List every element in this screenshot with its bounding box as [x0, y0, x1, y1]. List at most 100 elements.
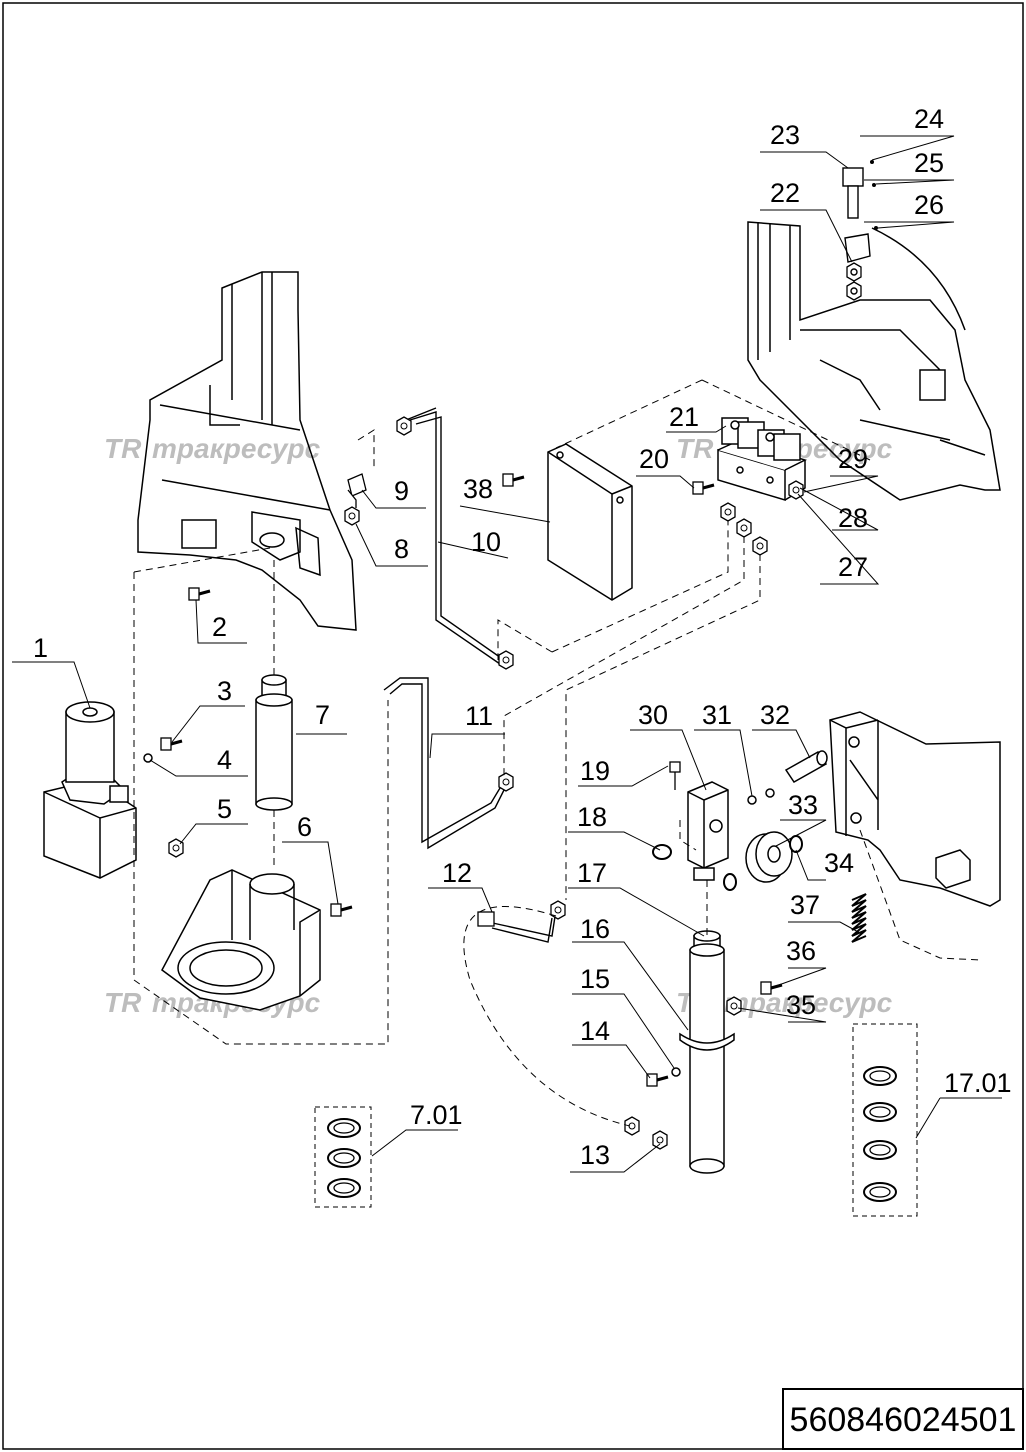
callout-16: 16 [580, 914, 610, 944]
callout-38: 38 [463, 474, 493, 504]
callout-31: 31 [702, 700, 732, 730]
part-12-nut [550, 900, 566, 920]
callout-7-01: 7.01 [410, 1100, 463, 1130]
part-10-pipe [405, 407, 505, 665]
part-28-nut [788, 480, 804, 500]
callout-34: 34 [824, 848, 854, 878]
callout-labels: 1 2 3 4 5 6 7 8 9 10 11 12 13 14 15 16 1… [33, 104, 1012, 1170]
part-5-fitting [168, 838, 184, 858]
part-35-nut [726, 996, 742, 1016]
part-11-nut [498, 772, 514, 792]
parts-24-26-small [870, 160, 878, 230]
kit-17-01-ring-4 [863, 1182, 897, 1202]
callout-28: 28 [838, 503, 868, 533]
part-20-bolt [691, 480, 716, 496]
frame-right [747, 221, 1001, 501]
part-33-roller [745, 831, 793, 883]
callout-30: 30 [638, 700, 668, 730]
callout-36: 36 [786, 936, 816, 966]
callout-32: 32 [760, 700, 790, 730]
callout-33: 33 [788, 790, 818, 820]
callout-1: 1 [33, 633, 48, 663]
kit-7-01-ring-2 [327, 1148, 361, 1168]
leader-lines [12, 135, 1002, 1173]
part-17-cylinder [679, 930, 735, 1174]
kit-17-01-ring-3 [863, 1140, 897, 1160]
part-8-fitting [344, 506, 360, 526]
part-3-bolt [159, 736, 184, 752]
part-33-ring-lower [723, 873, 737, 891]
part-6-bracket [161, 869, 321, 1011]
watermark-text-4: тракресурс [724, 987, 893, 1018]
part-2-bolt [187, 586, 212, 602]
callout-21: 21 [669, 402, 699, 432]
callout-20: 20 [639, 444, 669, 474]
part-22-block [844, 233, 871, 301]
fitting-b [736, 518, 752, 538]
callout-6: 6 [297, 812, 312, 842]
callout-15: 15 [580, 964, 610, 994]
callout-27: 27 [838, 552, 868, 582]
callout-12: 12 [442, 858, 472, 888]
callout-7: 7 [315, 700, 330, 730]
part-9-elbow [347, 473, 367, 508]
connection-lines [133, 379, 981, 1127]
watermark-text-1: тракресурс [152, 433, 321, 464]
part-15-washer [671, 1067, 681, 1077]
part-14-bolt [645, 1072, 670, 1088]
part-1-pump-motor [43, 701, 137, 879]
part-38-cover [547, 443, 633, 601]
part-12-pipe [487, 909, 557, 943]
part-6-bolt [329, 902, 354, 918]
part-30-block [687, 781, 729, 881]
fitting-c [752, 536, 768, 556]
part-19-screw [669, 761, 681, 790]
part-38-bolt [501, 472, 526, 488]
callout-17: 17 [577, 858, 607, 888]
callout-35: 35 [786, 990, 816, 1020]
callout-13: 13 [580, 1140, 610, 1170]
callout-23: 23 [770, 120, 800, 150]
callout-11: 11 [465, 701, 493, 731]
watermark-logo-3: TR [104, 987, 142, 1018]
kit-17-01-ring-2 [863, 1102, 897, 1122]
part-13-fitting-b [652, 1130, 668, 1150]
part-18-oring [652, 844, 672, 860]
callout-25: 25 [914, 148, 944, 178]
callout-9: 9 [394, 476, 409, 506]
callout-22: 22 [770, 178, 800, 208]
part-34-ring [789, 835, 803, 853]
part-31-washer [747, 795, 757, 805]
fitting-a [720, 502, 736, 522]
frame-plate-left [137, 271, 357, 631]
part-21-coils [721, 417, 801, 461]
part-31-washer-2 [765, 788, 775, 798]
part-13-fitting-a [624, 1116, 640, 1136]
callout-10: 10 [471, 527, 501, 557]
part-23-bolt [842, 167, 864, 219]
callout-17-01: 17.01 [944, 1068, 1012, 1098]
callout-19: 19 [580, 756, 610, 786]
part-37-spring [851, 893, 867, 943]
part-11-pipe [383, 677, 505, 850]
watermark-logo-2: TR [676, 433, 714, 464]
callout-2: 2 [212, 612, 227, 642]
document-number-box: 560846024501 [782, 1388, 1024, 1450]
callout-29: 29 [838, 444, 868, 474]
part-32-pin [784, 750, 828, 783]
part-10-nut-bottom [498, 650, 514, 670]
frame-right-lower [829, 711, 1001, 907]
kit-7-01-ring-1 [327, 1118, 361, 1138]
part-10-nut-top [396, 416, 412, 436]
watermark-logo-1: TR [104, 433, 142, 464]
part-12-fitting [477, 911, 495, 927]
callout-26: 26 [914, 190, 944, 220]
part-7-cylinder [255, 674, 293, 811]
callout-37: 37 [790, 890, 820, 920]
callout-24: 24 [914, 104, 944, 134]
kit-7-01-box [314, 1106, 372, 1208]
document-number: 560846024501 [790, 1401, 1017, 1439]
kit-7-01-ring-3 [327, 1178, 361, 1198]
